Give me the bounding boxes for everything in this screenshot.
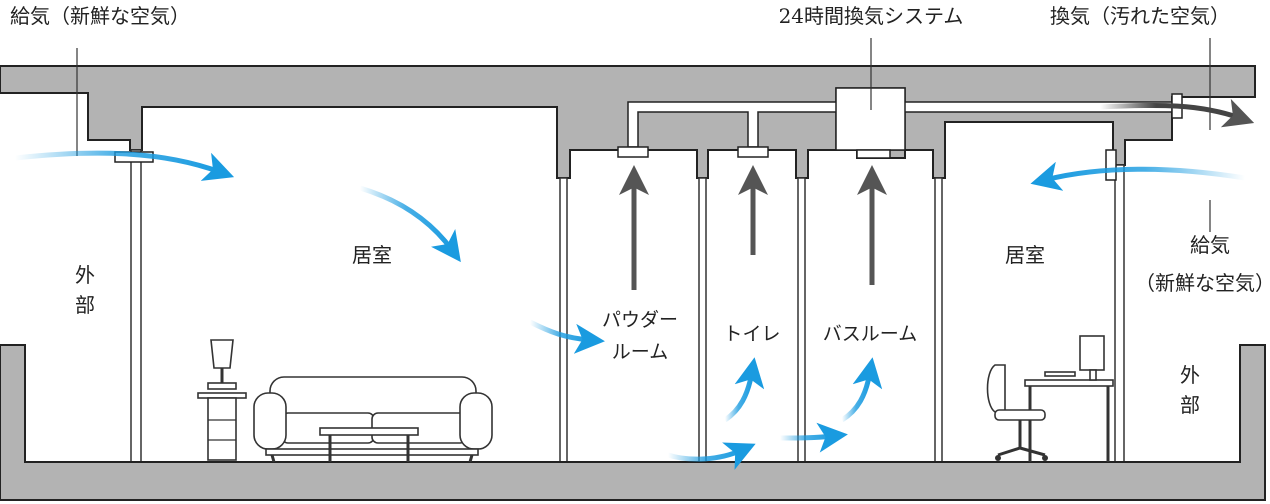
label-exhaust: 換気（汚れた空気） — [1050, 4, 1230, 28]
floor-lamp-table — [197, 339, 247, 461]
fresh-air-arrow-right-inlet — [1030, 161, 1246, 191]
exhaust-arrow-outlet — [1099, 98, 1255, 128]
partition-wall-1 — [559, 177, 568, 463]
label-24h-ventilation-system: 24時間換気システム — [779, 4, 964, 28]
desk-with-computer — [986, 335, 1114, 462]
sofa — [253, 376, 493, 463]
label-living-room-left: 居室 — [352, 243, 392, 267]
fresh-air-arrow-left-inlet — [14, 150, 235, 181]
vent-grille-toilet — [737, 146, 769, 158]
label-powder-room-2: ルーム — [612, 341, 668, 363]
partition-wall-4 — [934, 177, 943, 463]
coffee-table — [319, 427, 419, 462]
label-outside-left-2: 部 — [75, 293, 95, 317]
label-outside-right-2: 部 — [1180, 393, 1200, 417]
vent-grille-bath — [856, 149, 891, 159]
label-supply-left: 給気（新鮮な空気） — [10, 4, 190, 28]
partition-wall-2 — [698, 177, 707, 463]
label-supply-right-2: （新鮮な空気） — [1135, 271, 1270, 295]
fresh-air-arrow-floor-bath — [779, 422, 848, 453]
fresh-air-arrow-floor — [667, 442, 756, 470]
partition-wall-3 — [797, 177, 806, 463]
vent-grille-powder — [617, 146, 649, 158]
supply-vent-right — [1105, 149, 1117, 181]
fresh-air-arrow-living — [359, 185, 461, 263]
floor-slab — [0, 344, 1266, 501]
label-outside-right-1: 外 — [1180, 363, 1200, 387]
label-outside-left-1: 外 — [75, 263, 95, 287]
label-supply-right-1: 給気 — [1190, 233, 1230, 257]
label-living-room-right: 居室 — [1005, 243, 1045, 267]
left-exterior-wall — [130, 149, 142, 463]
fresh-air-arrow-powder — [528, 319, 605, 354]
fresh-air-arrow-bath — [840, 357, 883, 423]
label-powder-room-1: パウダー — [602, 309, 678, 331]
right-exterior-wall — [1114, 164, 1125, 463]
label-toilet: トイレ — [723, 323, 780, 345]
fresh-air-arrow-toilet — [723, 357, 765, 423]
label-bathroom: バスルーム — [823, 323, 917, 345]
